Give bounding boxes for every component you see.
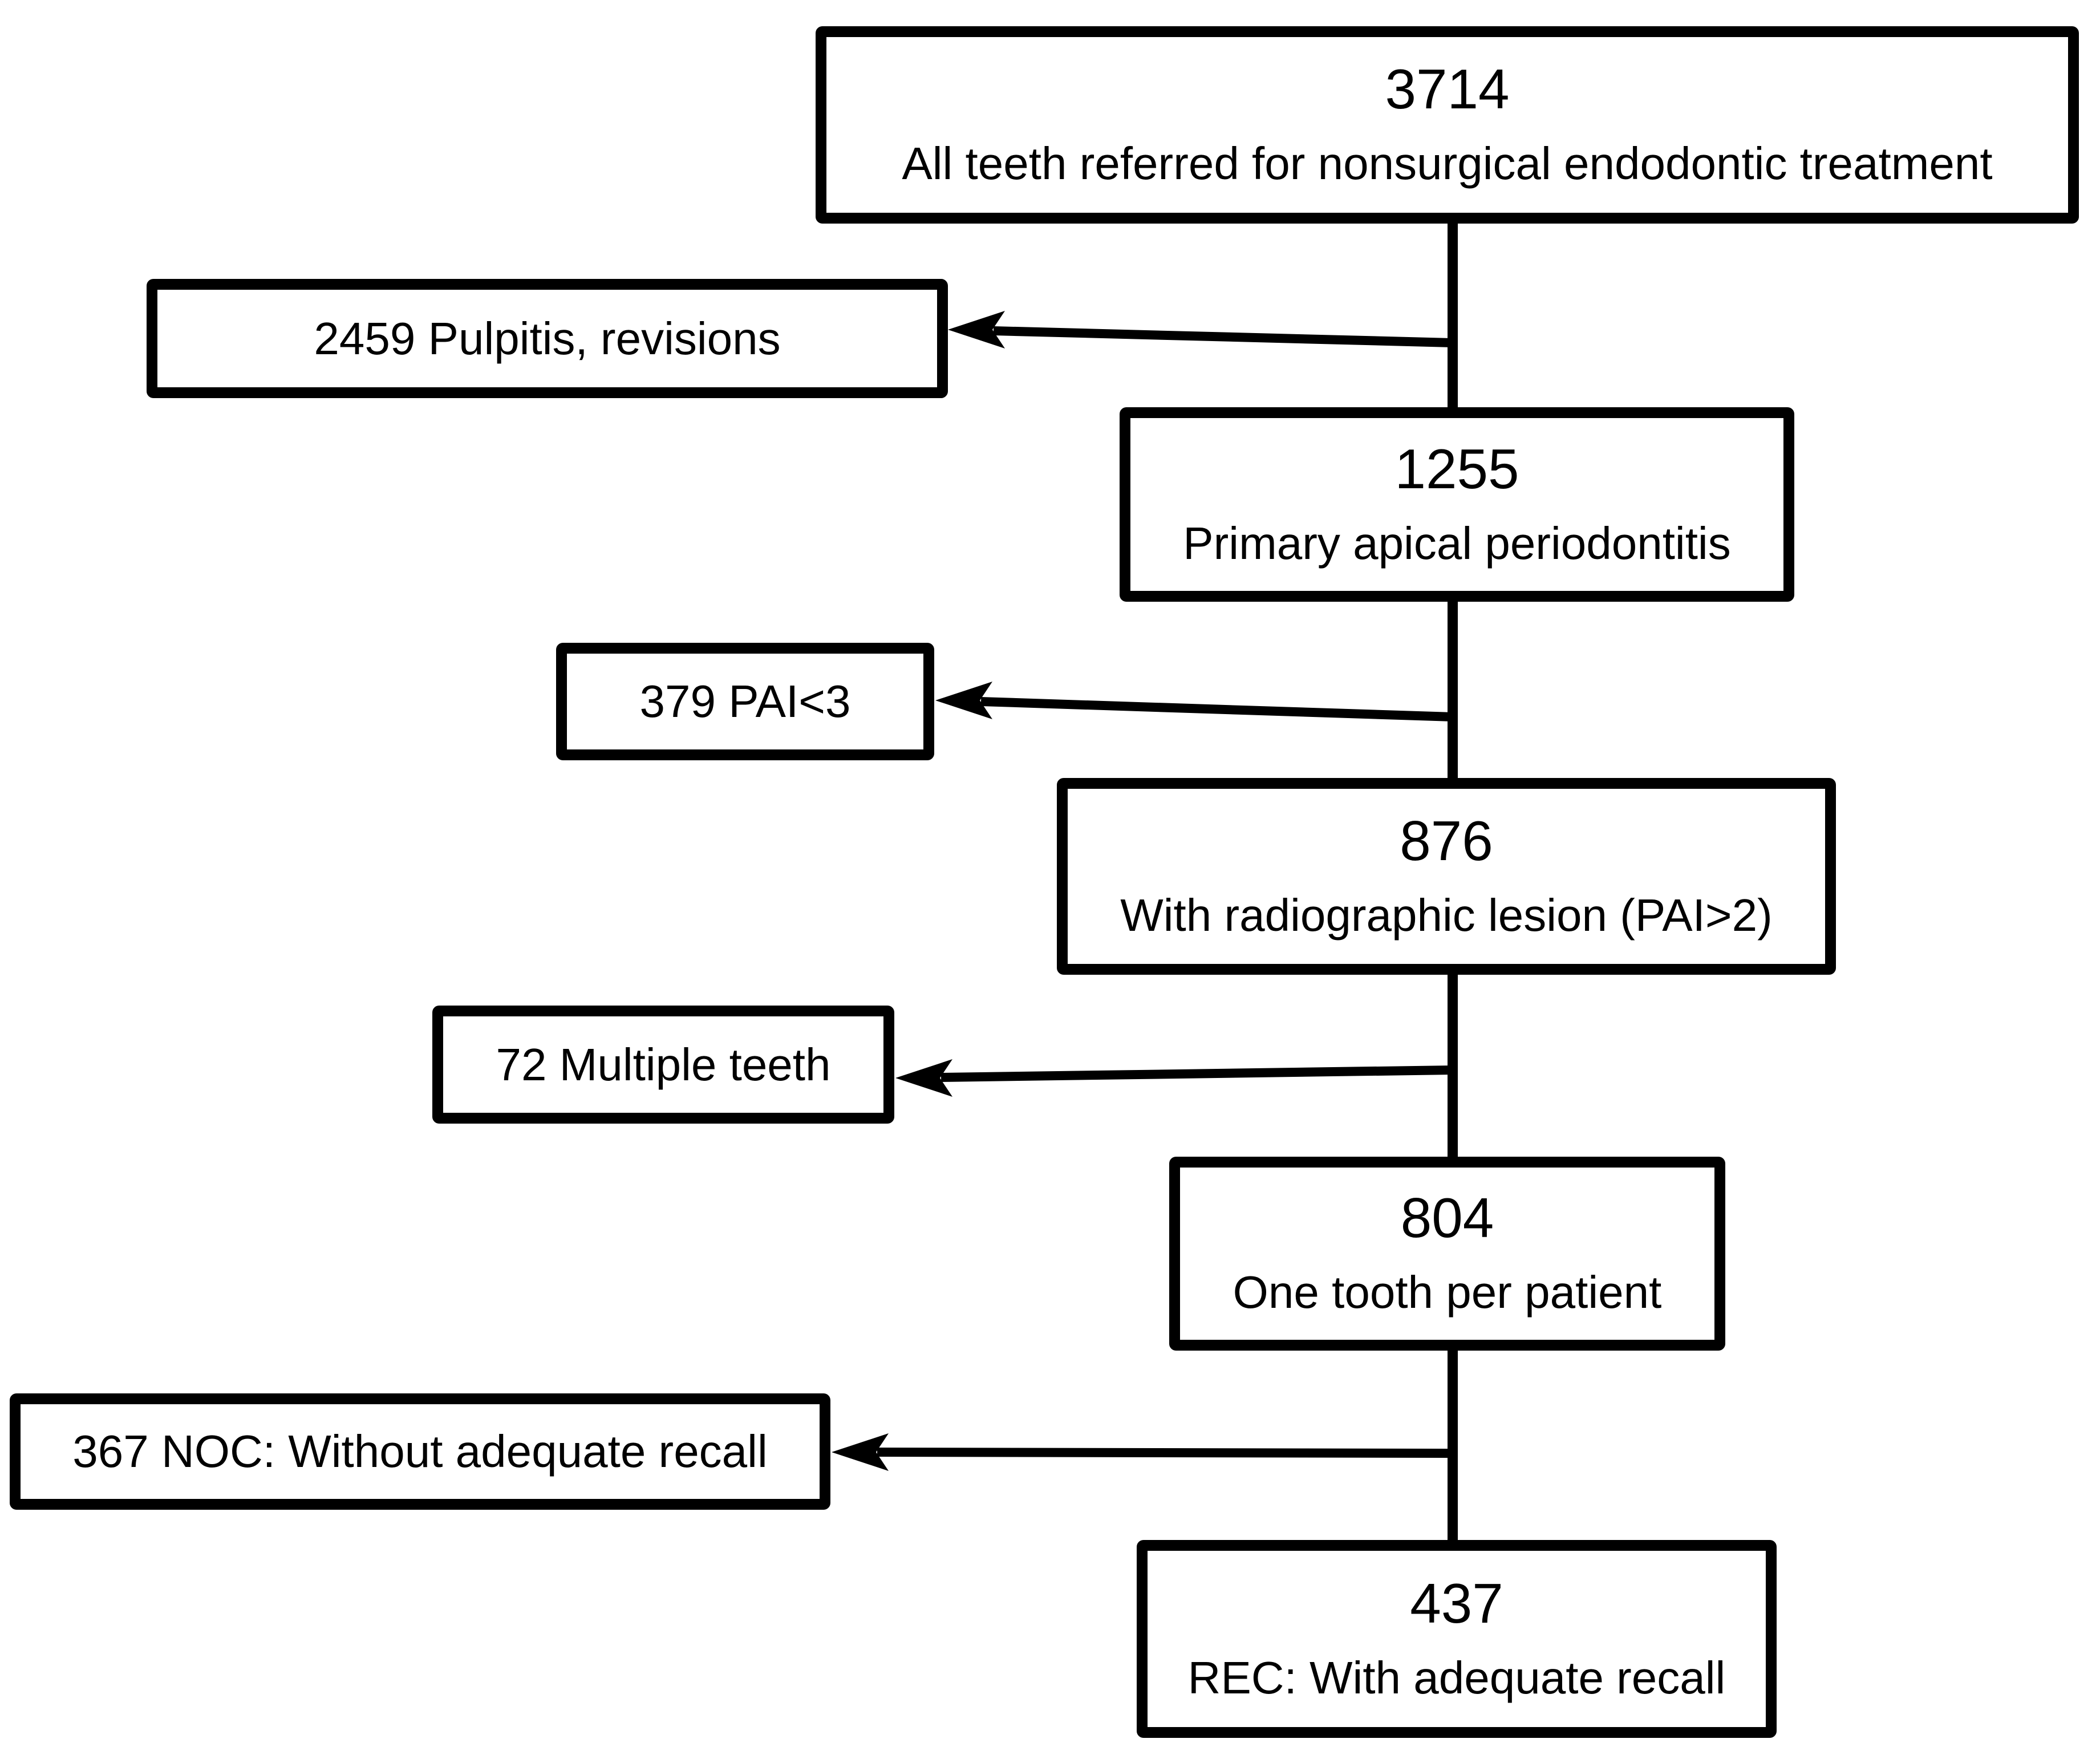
box-label: 367 NOC: Without adequate recall xyxy=(72,1426,768,1477)
arrowhead xyxy=(895,1059,952,1097)
box-one-tooth-per-patient: 804 One tooth per patient xyxy=(1169,1157,1725,1351)
arrowhead xyxy=(948,311,1005,348)
box-label: One tooth per patient xyxy=(1233,1267,1662,1318)
box-radiographic-lesion: 876 With radiographic lesion (PAI>2) xyxy=(1057,778,1836,975)
box-primary-apical-periodontitis: 1255 Primary apical periodontitis xyxy=(1120,407,1794,602)
box-rec-adequate-recall: 437 REC: With adequate recall xyxy=(1137,1540,1777,1738)
exclusion-arrow-multiple-teeth xyxy=(895,1059,1453,1097)
box-excluded-pulpitis-revisions: 2459 Pulpitis, revisions xyxy=(147,279,948,398)
box-label: Primary apical periodontitis xyxy=(1183,517,1731,569)
box-count: 804 xyxy=(1400,1186,1494,1249)
box-count: 1255 xyxy=(1394,437,1519,500)
box-all-teeth-referred: 3714 All teeth referred for nonsurgical … xyxy=(816,26,2079,224)
box-label: 72 Multiple teeth xyxy=(496,1039,831,1090)
box-count: 876 xyxy=(1400,809,1493,872)
arrowhead xyxy=(832,1433,889,1471)
arrowhead xyxy=(935,682,992,719)
box-count: 3714 xyxy=(1385,58,1510,120)
box-label: With radiographic lesion (PAI>2) xyxy=(1120,889,1773,941)
box-label: REC: With adequate recall xyxy=(1187,1652,1726,1703)
box-label: 2459 Pulpitis, revisions xyxy=(314,313,781,364)
box-label: 379 PAI<3 xyxy=(639,676,851,727)
box-label: All teeth referred for nonsurgical endod… xyxy=(902,138,1993,189)
exclusion-arrow-noc xyxy=(832,1433,1453,1471)
box-excluded-multiple-teeth: 72 Multiple teeth xyxy=(432,1006,894,1124)
arrow-shaft xyxy=(980,697,1453,722)
box-excluded-noc-without-recall: 367 NOC: Without adequate recall xyxy=(10,1393,830,1510)
arrow-shaft xyxy=(877,1448,1453,1458)
exclusion-arrow-pulpitis xyxy=(948,311,1453,348)
box-excluded-pai-less-3: 379 PAI<3 xyxy=(556,643,934,760)
arrow-shaft xyxy=(993,326,1453,347)
box-count: 437 xyxy=(1410,1571,1503,1635)
exclusion-arrow-pai-less-3 xyxy=(935,682,1453,722)
arrow-shaft xyxy=(940,1065,1453,1082)
